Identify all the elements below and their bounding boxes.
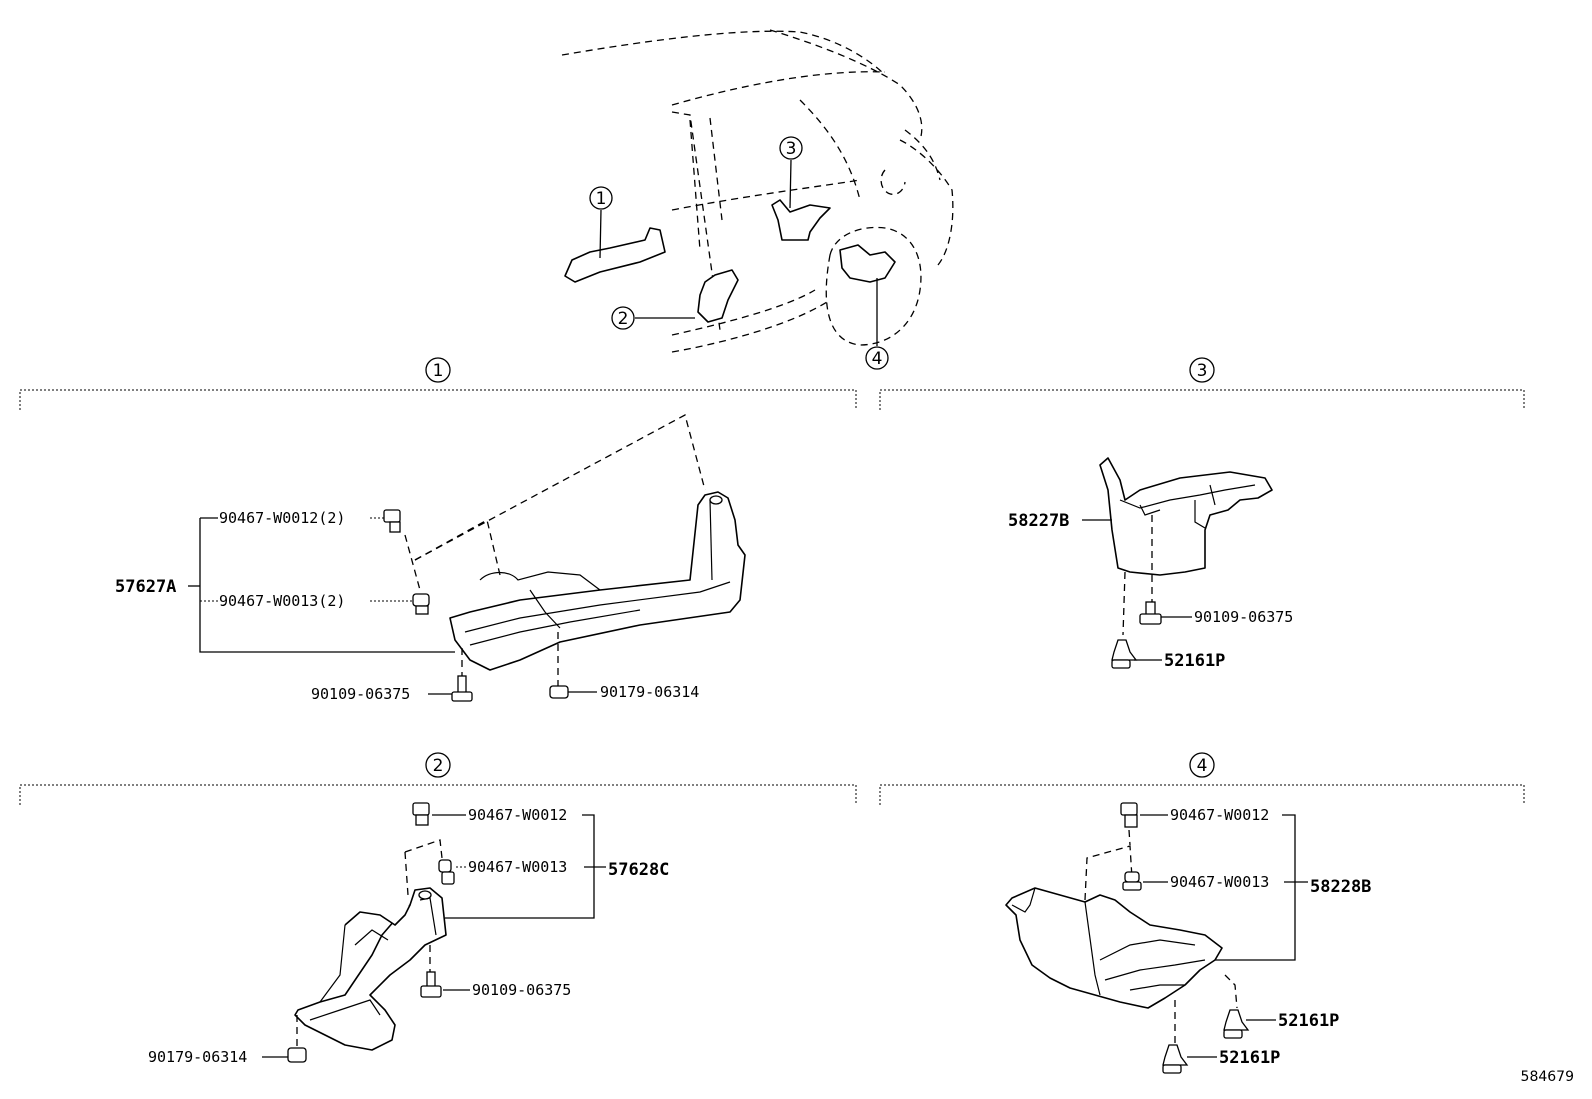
part-number-label: 57628C — [608, 860, 669, 880]
part-number-label: 90467-W0013 — [1170, 873, 1269, 891]
part-number-label: 52161P — [1164, 651, 1225, 671]
part-number-label: 90109-06375 — [472, 981, 571, 999]
clip-icon — [1162, 1044, 1189, 1074]
section-3: 58227B 90109-06375 52161P — [1008, 457, 1293, 671]
part-number-label: 90467-W0012 — [468, 806, 567, 824]
clip-icon — [412, 802, 430, 826]
bolt-icon — [451, 675, 473, 702]
clip-icon — [1111, 639, 1138, 669]
clip-icon — [438, 859, 455, 885]
part-number-label: 90467-W0012(2) — [219, 509, 345, 527]
callout-4-section: 4 — [1197, 756, 1208, 776]
part-number-label: 90467-W0013(2) — [219, 592, 345, 610]
callout-3-section: 3 — [1197, 361, 1208, 381]
callout-2-section: 2 — [433, 756, 444, 776]
clip-icon — [1223, 1009, 1250, 1039]
part-number-label: 52161P — [1219, 1048, 1280, 1068]
section-2: 90467-W0012 90467-W0013 57628C 90109-063… — [148, 802, 669, 1066]
bolt-icon — [420, 971, 442, 998]
part-number-label: 58228B — [1310, 877, 1371, 897]
clip-icon — [412, 593, 430, 615]
callout-4-overview: 4 — [872, 349, 883, 369]
part-number-label: 90109-06375 — [1194, 608, 1293, 626]
bolt-icon — [1139, 601, 1162, 625]
part-number-label: 57627A — [115, 577, 176, 597]
section-brackets: 1 3 2 4 — [19, 357, 1525, 805]
callout-1-overview: 1 — [596, 189, 607, 209]
clip-icon — [1120, 802, 1138, 828]
part-number-label: 90179-06314 — [600, 683, 699, 701]
section-4: 90467-W0012 90467-W0013 58228B 52161P 52… — [1005, 802, 1371, 1074]
part-number-label: 58227B — [1008, 511, 1069, 531]
section-1: 57627A 90467-W0012(2) 90467-W0013(2) 901… — [115, 414, 746, 703]
callout-3-overview: 3 — [786, 139, 797, 159]
nut-icon — [549, 685, 569, 699]
clip-icon — [1122, 871, 1142, 891]
part-number-label: 52161P — [1278, 1011, 1339, 1031]
callout-2-overview: 2 — [618, 309, 629, 329]
part-number-label: 90179-06314 — [148, 1048, 247, 1066]
clip-icon — [383, 509, 401, 533]
callout-1-section: 1 — [433, 361, 444, 381]
vehicle-overview: 1 2 3 4 — [561, 29, 954, 370]
part-number-label: 90467-W0013 — [468, 858, 567, 876]
nut-icon — [287, 1047, 307, 1063]
part-number-label: 90109-06375 — [311, 685, 410, 703]
part-number-label: 90467-W0012 — [1170, 806, 1269, 824]
figure-id: 584679 — [1520, 1069, 1574, 1085]
